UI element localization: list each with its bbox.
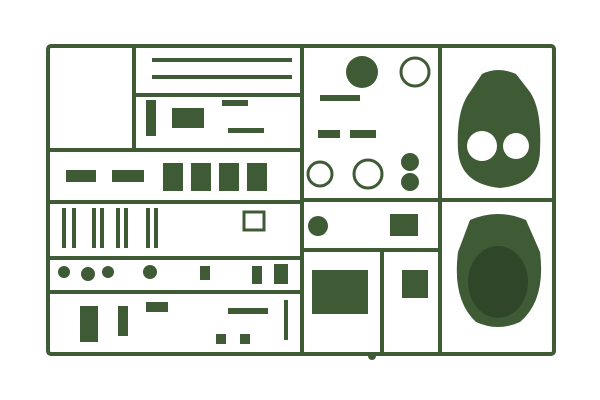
small-part — [318, 130, 340, 138]
round-part — [401, 173, 419, 191]
small-parts-row — [58, 264, 288, 344]
turret-hatch-hole — [467, 131, 497, 161]
sprue-frame — [46, 44, 556, 356]
small-part — [390, 214, 418, 236]
sprue-parts — [58, 56, 542, 360]
turret-ring — [468, 246, 528, 318]
turret-top-part — [457, 70, 541, 188]
small-part — [402, 270, 428, 298]
small-part — [350, 130, 376, 138]
engine-deck-part — [312, 270, 368, 314]
turret-hatch-hole — [503, 133, 529, 159]
rod-part — [152, 75, 292, 79]
frame-parts — [163, 163, 267, 191]
rod-part — [152, 58, 292, 62]
round-part — [346, 56, 378, 88]
small-part — [242, 210, 266, 232]
small-part — [112, 170, 144, 182]
ring-part — [352, 158, 384, 190]
small-part — [172, 108, 204, 128]
small-part — [222, 100, 248, 106]
round-part — [401, 153, 419, 171]
small-part — [66, 170, 96, 182]
small-part — [320, 95, 360, 101]
ring-part — [306, 160, 334, 188]
small-part — [228, 128, 264, 133]
round-part — [308, 216, 328, 236]
sprue-gate — [368, 352, 376, 360]
track-link-parts — [62, 208, 158, 248]
ring-part — [399, 56, 431, 88]
small-part — [146, 100, 156, 136]
